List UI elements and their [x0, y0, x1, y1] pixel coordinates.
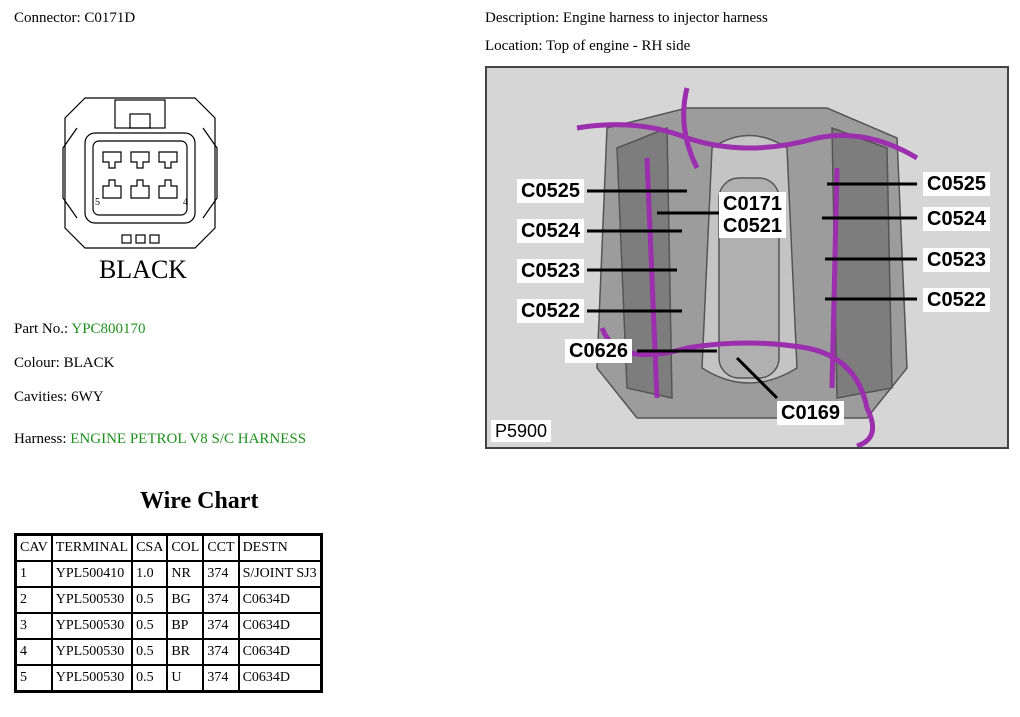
table-cell: 374 — [202, 638, 240, 666]
table-cell: 0.5 — [131, 638, 169, 666]
callout-c0524-left: C0524 — [517, 219, 584, 243]
table-cell: 374 — [202, 586, 240, 614]
table-cell: YPL500530 — [50, 586, 134, 614]
table-cell: NR — [166, 560, 205, 588]
harness-line: Harness: ENGINE PETROL V8 S/C HARNESS — [14, 431, 306, 448]
description-value: Engine harness to injector harness — [562, 10, 768, 26]
connector-line: Connector: C0171D — [14, 10, 135, 27]
harness-label: Harness: — [14, 431, 67, 447]
table-cell: YPL500410 — [50, 560, 134, 588]
callout-c0171: C0171 — [719, 192, 786, 216]
location-value: Top of engine - RH side — [545, 38, 691, 54]
callout-c0522-left: C0522 — [517, 299, 584, 323]
column-header: TERMINAL — [50, 533, 134, 562]
table-cell: 0.5 — [131, 586, 169, 614]
table-cell: BR — [166, 638, 205, 666]
connector-face-drawing: 5 4 BLACK — [62, 97, 218, 284]
table-row: 1 YPL500410 1.0 NR 374 S/JOINT SJ3 — [14, 560, 323, 588]
table-cell: 1.0 — [131, 560, 169, 588]
description-line: Description: Engine harness to injector … — [485, 10, 768, 27]
figure-id: P5900 — [491, 420, 552, 442]
callout-c0523-left: C0523 — [517, 259, 584, 283]
table-cell: 2 — [14, 586, 53, 614]
engine-location-image: C0525 C0171 C0521 C0524 C0523 C0522 C062… — [485, 66, 1009, 449]
table-cell: BP — [166, 612, 205, 640]
table-header-row: CAV TERMINAL CSA COL CCT DESTN — [14, 533, 323, 562]
table-cell: C0634D — [237, 664, 323, 693]
wire-chart-table: CAV TERMINAL CSA COL CCT DESTN 1 YPL5004… — [14, 533, 323, 693]
column-header: CAV — [14, 533, 53, 562]
connector-id: C0171D — [84, 10, 136, 26]
table-cell: 374 — [202, 664, 240, 693]
table-cell: C0634D — [237, 586, 323, 614]
connector-label: Connector: — [14, 10, 81, 26]
drawing-colour-text: BLACK — [99, 255, 187, 284]
callout-c0525-left: C0525 — [517, 179, 584, 203]
callout-c0522-right: C0522 — [923, 288, 990, 312]
callout-c0525-right: C0525 — [923, 172, 990, 196]
pin-label-right: 4 — [183, 197, 188, 208]
table-cell: 374 — [202, 612, 240, 640]
table-cell: YPL500530 — [50, 664, 134, 693]
table-cell: YPL500530 — [50, 612, 134, 640]
colour-line: Colour: BLACK — [14, 355, 114, 372]
cavities-line: Cavities: 6WY — [14, 389, 104, 406]
column-header: DESTN — [237, 533, 323, 562]
description-label: Description: — [485, 10, 560, 26]
callout-c0524-right: C0524 — [923, 207, 990, 231]
table-cell: 374 — [202, 560, 240, 588]
table-cell: 5 — [14, 664, 53, 693]
callout-c0523-right: C0523 — [923, 248, 990, 272]
callout-c0626: C0626 — [565, 339, 632, 363]
table-cell: 0.5 — [131, 664, 169, 693]
table-cell: YPL500530 — [50, 638, 134, 666]
table-row: 4 YPL500530 0.5 BR 374 C0634D — [14, 638, 323, 666]
harness-value: ENGINE PETROL V8 S/C HARNESS — [70, 431, 307, 447]
table-row: 5 YPL500530 0.5 U 374 C0634D — [14, 664, 323, 693]
table-cell: S/JOINT SJ3 — [237, 560, 323, 588]
wire-chart-title: Wire Chart — [140, 488, 259, 514]
location-label: Location: — [485, 38, 543, 54]
column-header: CSA — [131, 533, 169, 562]
pin-label-left: 5 — [95, 197, 100, 208]
table-row: 2 YPL500530 0.5 BG 374 C0634D — [14, 586, 323, 614]
colour-label: Colour: — [14, 355, 60, 371]
callout-c0521: C0521 — [719, 214, 786, 238]
table-cell: C0634D — [237, 638, 323, 666]
table-cell: C0634D — [237, 612, 323, 640]
table-cell: 4 — [14, 638, 53, 666]
callout-c0169: C0169 — [777, 401, 844, 425]
table-row: 3 YPL500530 0.5 BP 374 C0634D — [14, 612, 323, 640]
table-cell: 1 — [14, 560, 53, 588]
table-cell: BG — [166, 586, 205, 614]
table-cell: 3 — [14, 612, 53, 640]
cavities-value: 6WY — [71, 389, 104, 405]
part-no-label: Part No.: — [14, 321, 69, 337]
column-header: CCT — [202, 533, 240, 562]
column-header: COL — [166, 533, 205, 562]
part-no-line: Part No.: YPC800170 — [14, 321, 146, 338]
colour-value: BLACK — [63, 355, 115, 371]
location-line: Location: Top of engine - RH side — [485, 38, 690, 55]
cavities-label: Cavities: — [14, 389, 68, 405]
part-no-value: YPC800170 — [71, 321, 146, 337]
table-cell: U — [166, 664, 205, 693]
table-cell: 0.5 — [131, 612, 169, 640]
